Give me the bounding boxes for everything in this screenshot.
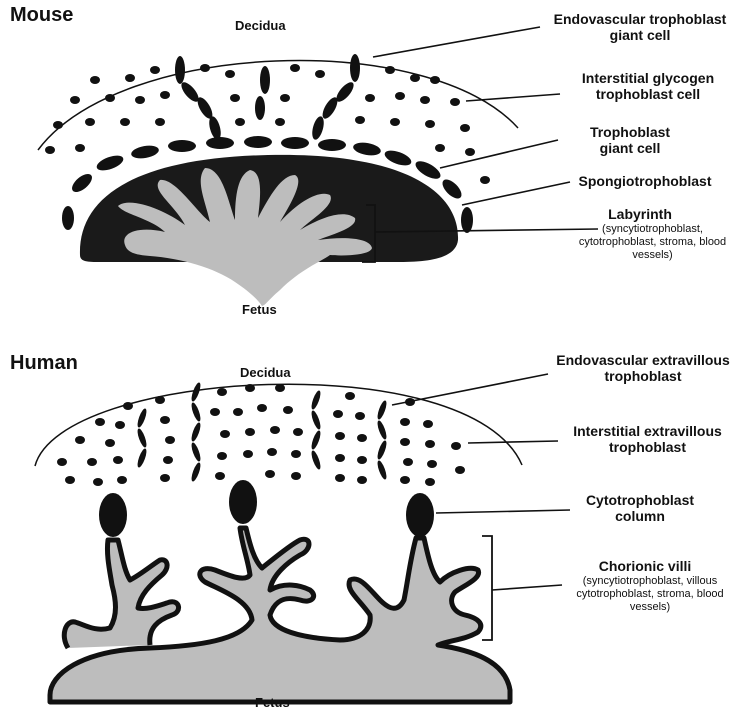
mouse-labyrinth-desc: (syncytiotrophoblast, cytotrophoblast, s… <box>565 223 740 262</box>
human-column-line2: column <box>565 508 715 524</box>
human-decidua-label: Decidua <box>240 365 291 380</box>
human-villi-desc1: (syncytiotrophoblast, villous <box>560 575 740 588</box>
mouse-decidua-arc <box>38 61 518 150</box>
mouse-labyrinth-label: Labyrinth <box>580 206 700 222</box>
mouse-endovascular-line2: giant cell <box>545 27 735 43</box>
human-interstitial-line2: trophoblast <box>555 439 740 455</box>
human-villi-bracket <box>482 536 492 640</box>
mouse-labyrinth-desc1: (syncytiotrophoblast, <box>565 223 740 236</box>
mouse-labyrinth-desc2: cytotrophoblast, stroma, blood <box>565 236 740 249</box>
human-villi-label: Chorionic villi <box>580 558 710 574</box>
human-villus-left <box>64 540 178 648</box>
human-interstitial-line1: Interstitial extravillous <box>555 423 740 439</box>
mouse-giant-label: Trophoblast giant cell <box>555 124 705 156</box>
human-endovascular-line2: trophoblast <box>548 368 738 384</box>
mouse-endovascular-line1: Endovascular trophoblast <box>545 11 735 27</box>
mouse-glycogen-line1: Interstitial glycogen <box>558 70 738 86</box>
mouse-glycogen-label: Interstitial glycogen trophoblast cell <box>558 70 738 102</box>
human-endovascular-line1: Endovascular extravillous <box>548 352 738 368</box>
human-decidua-arc <box>35 384 522 466</box>
mouse-endovascular-label: Endovascular trophoblast giant cell <box>545 11 735 43</box>
human-fetus-label: Fetus <box>255 695 290 710</box>
human-interstitial-label: Interstitial extravillous trophoblast <box>555 423 740 455</box>
mouse-glycogen-line2: trophoblast cell <box>558 86 738 102</box>
human-column-label: Cytotrophoblast column <box>565 492 715 524</box>
human-interstitial-cells <box>57 384 465 486</box>
mouse-giant-line1: Trophoblast <box>555 124 705 140</box>
human-endovascular-label: Endovascular extravillous trophoblast <box>548 352 738 384</box>
human-villi-desc: (syncytiotrophoblast, villous cytotropho… <box>560 575 740 614</box>
mouse-fetus-label: Fetus <box>242 302 277 317</box>
human-cytotrophoblast-columns <box>99 480 434 537</box>
mouse-decidua-label: Decidua <box>235 18 286 33</box>
mouse-spongio-label: Spongiotrophoblast <box>570 173 720 189</box>
human-villi-desc2: cytotrophoblast, stroma, blood <box>560 588 740 601</box>
mouse-labyrinth-desc3: vessels) <box>565 249 740 262</box>
human-column-line1: Cytotrophoblast <box>565 492 715 508</box>
human-heading: Human <box>10 352 78 375</box>
human-villi-desc3: vessels) <box>560 601 740 614</box>
mouse-heading: Mouse <box>10 4 73 27</box>
mouse-giant-line2: giant cell <box>555 140 705 156</box>
